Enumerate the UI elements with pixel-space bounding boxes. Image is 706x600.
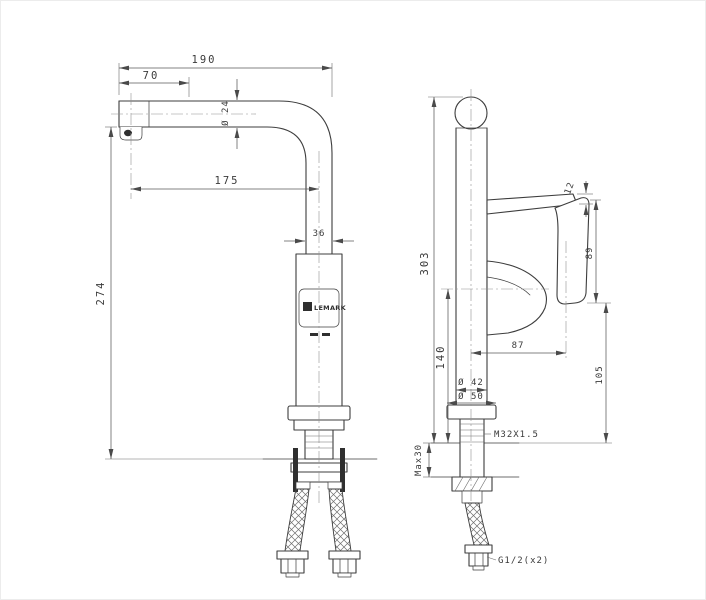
hose-thread-label: G1/2(x2) [498,556,549,566]
dim-overall-height-label: 274 [95,281,107,306]
dim-base-diameter-42: Ø 42 [456,377,487,393]
supply-hose-side [464,502,490,546]
dim-handle-bottom-105: 105 [519,303,612,444]
handle-grip [554,197,590,305]
dim-mount-height-label: 140 [435,345,447,370]
hose-nut-side [464,544,493,571]
label-shank-thread: M32X1.5 [484,430,539,440]
dim-column-width-36: 36 [284,229,354,244]
hose-nut-right [328,550,361,578]
mounting-stud-right [340,448,345,492]
dim-spout-diameter-label: Ø 24 [220,100,231,126]
brand-logo-icon [303,302,312,311]
dim-handle-reach-label: 87 [512,341,525,351]
hose-nut-left [276,550,309,578]
dim-spout-tip-70: 70 [119,70,190,97]
dim-overall-height-274: 274 [95,126,263,460]
dim-handle-height-label: 89 [585,247,595,260]
deck-max-label: Max30 [414,444,424,476]
mounting-stud-left [293,448,298,492]
dim-column-width-label: 36 [313,229,326,239]
base-flange-side [446,404,497,420]
mounting-nut [451,476,493,504]
threaded-shank [459,418,485,478]
brand-logo-text: LEMARK [314,304,347,312]
dim-overall-height-side-label: 303 [419,251,431,276]
dim-spout-tip-label: 70 [143,70,160,82]
shank-thread-label: M32X1.5 [494,430,539,440]
dim-deck-max30: Max30 [414,442,432,478]
dim-flange-diameter-label: Ø 50 [458,391,484,402]
label-hose-thread: G1/2(x2) [486,556,549,566]
aerator-outlet [124,129,132,137]
faucet-front-view: LEMARK [118,100,378,578]
centerlines [111,89,567,506]
supply-hose-right [328,488,352,552]
dim-lever-thickness-label: 12 [563,181,577,196]
dim-spout-reach-label: 190 [192,54,217,66]
dim-base-diameter-label: Ø 42 [458,377,484,388]
faucet-side-view [430,96,590,571]
supply-hose-left [284,488,310,552]
dim-spout-diameter-24: Ø 24 [220,79,240,149]
cartridge-housing [486,260,547,336]
dim-overall-height-303: 303 [419,96,463,443]
dim-spout-center-175: 175 [131,175,319,192]
dim-lever-thickness-12: 12 [563,181,593,217]
dim-flange-diameter-50: Ø 50 [447,391,496,406]
housing-detail-line [486,276,531,296]
dim-spout-center-label: 175 [215,175,240,187]
dim-handle-bottom-label: 105 [595,365,605,384]
body-profile [455,127,488,406]
dim-spout-reach-190: 190 [118,54,333,97]
dim-handle-reach-87: 87 [471,341,566,356]
dim-mount-height-140: 140 [435,289,451,443]
